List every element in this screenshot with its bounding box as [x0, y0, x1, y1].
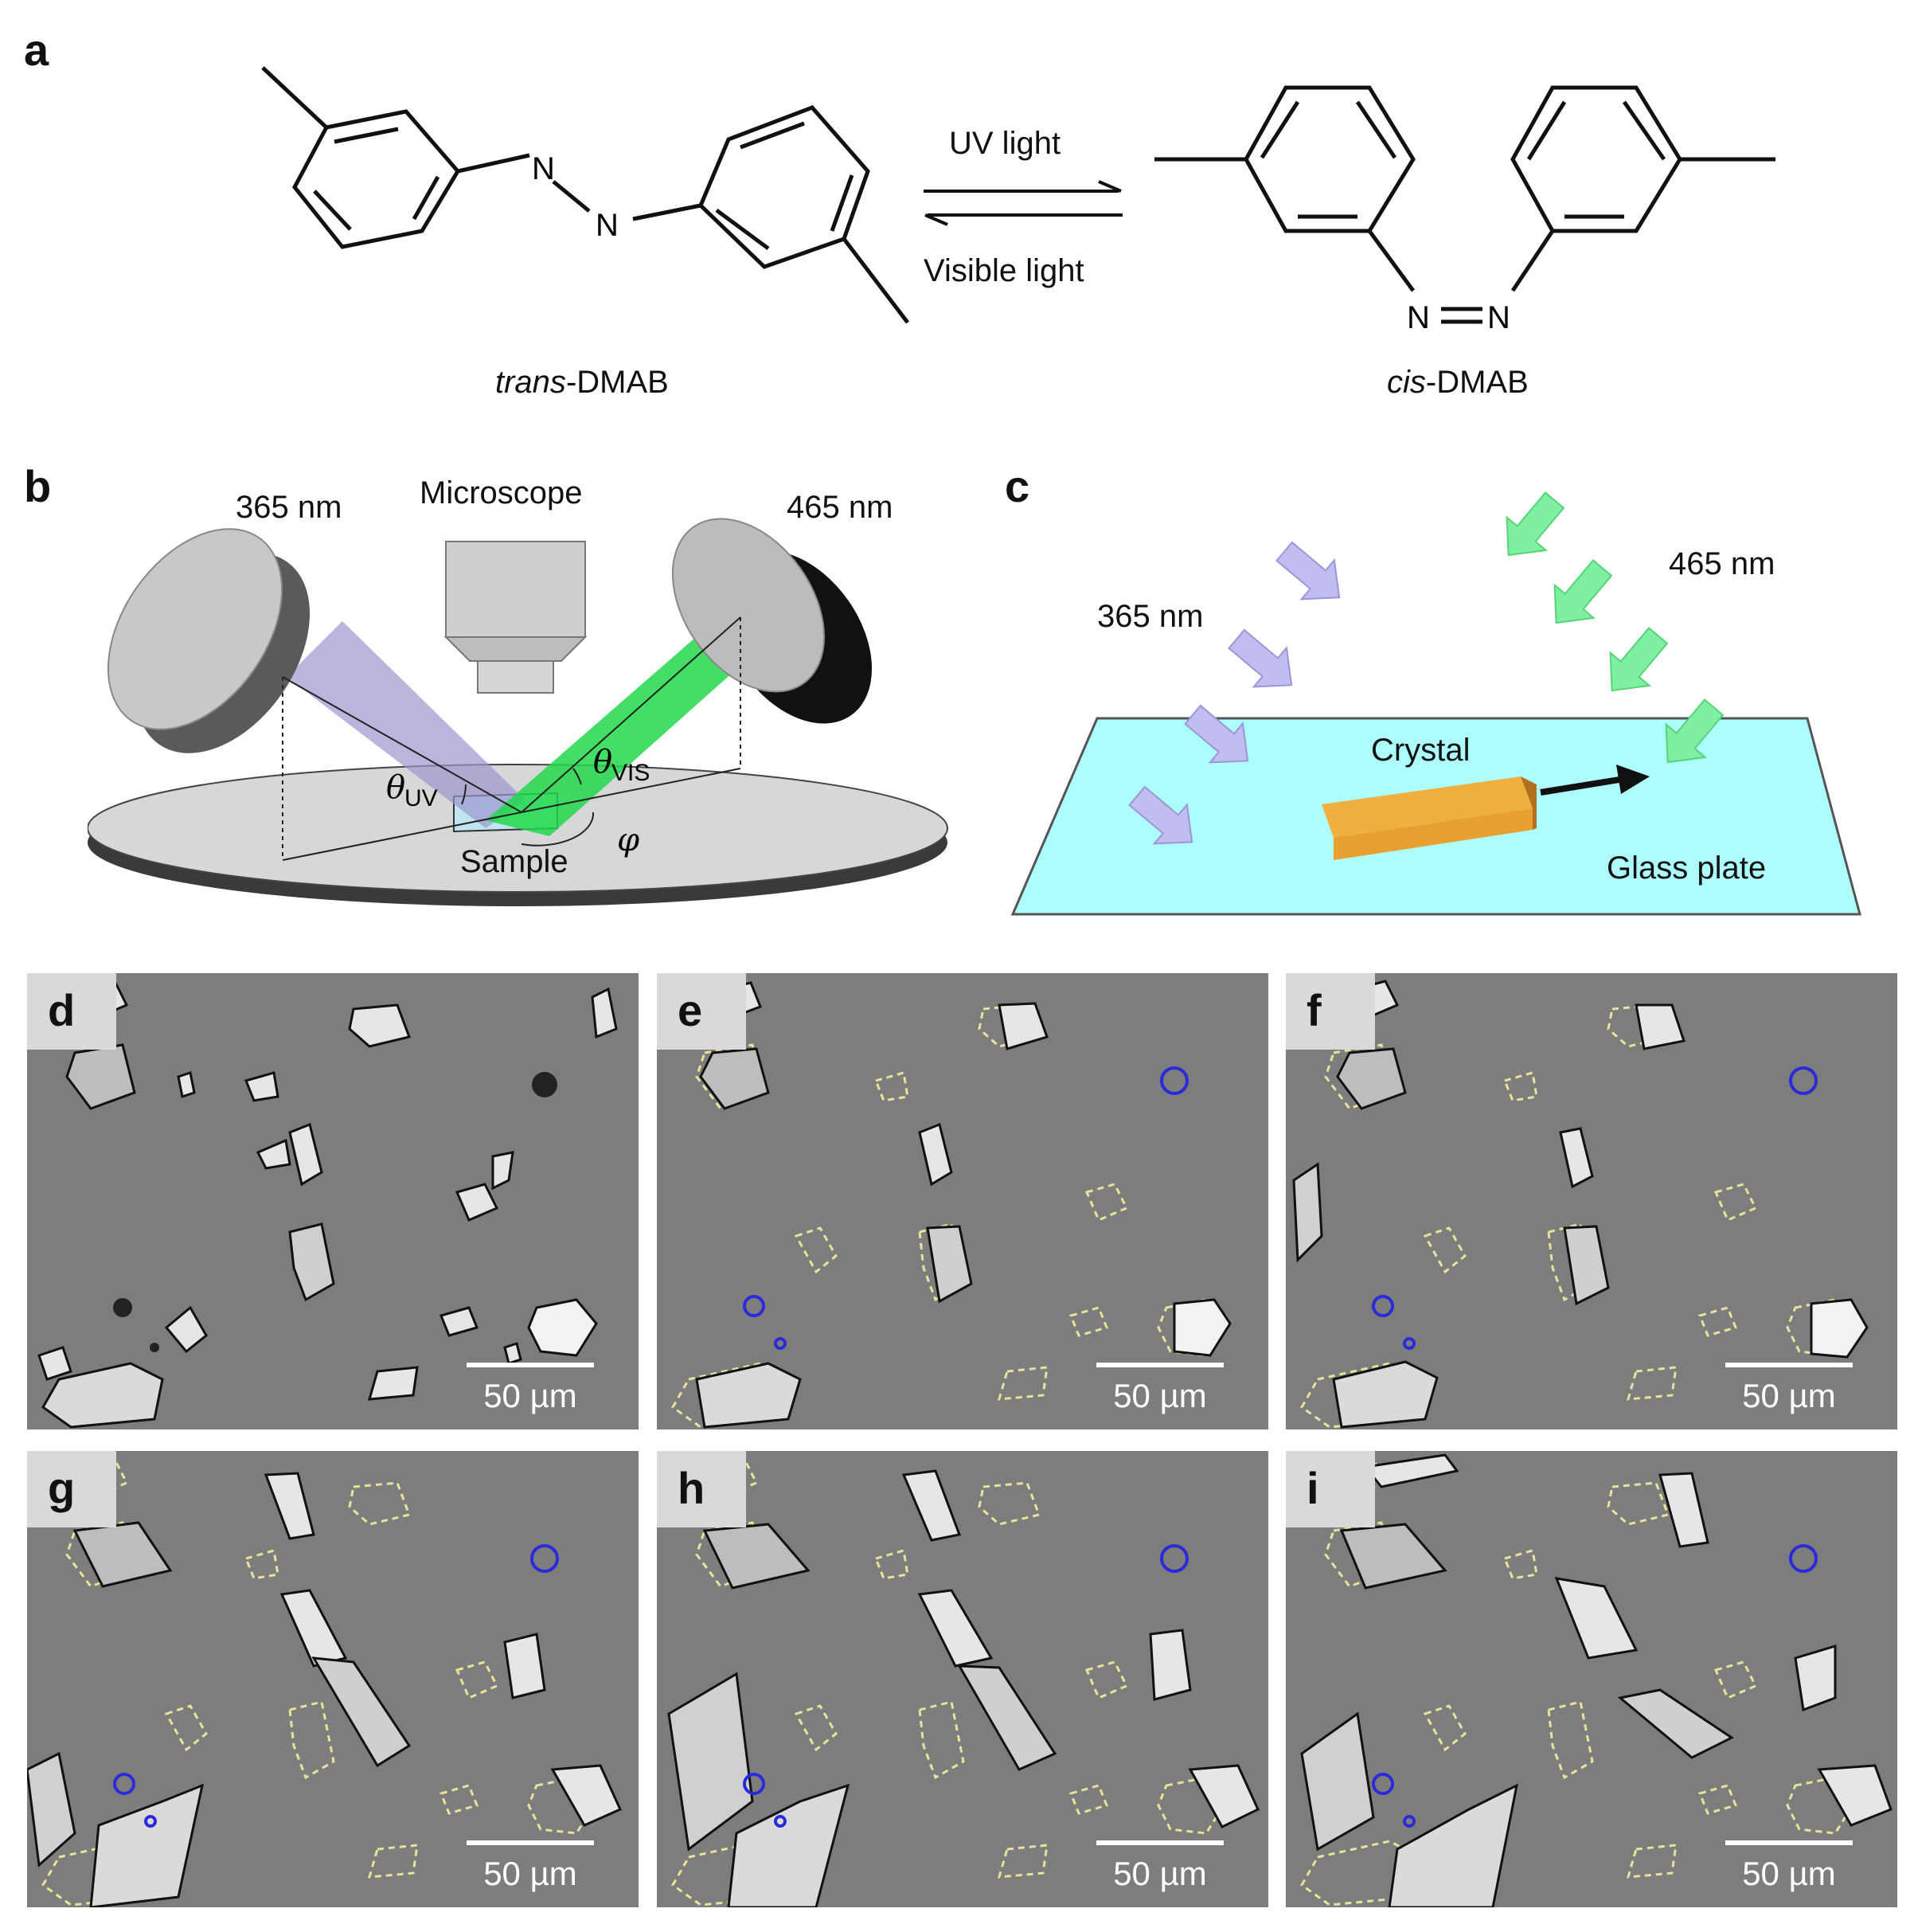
panel-tag-f: f [1286, 973, 1375, 1050]
equilibrium-arrows [924, 180, 1123, 226]
scale-bar-e [1096, 1363, 1224, 1367]
scale-label-i: 50 µm [1742, 1855, 1836, 1892]
scale-bar-g [467, 1840, 594, 1845]
micrograph-d: d 50 µm [27, 973, 639, 1429]
scale-bar-d [467, 1363, 594, 1367]
micrograph-e: e 50 µm [657, 973, 1268, 1429]
panel-tag-g: g [27, 1451, 116, 1527]
cis-prefix: cis [1387, 365, 1426, 400]
panel-tag-e: e [657, 973, 746, 1050]
micrograph-e-shapes [671, 980, 1232, 1429]
scale-bar-i [1725, 1840, 1853, 1845]
setup-b-illustration: θ UV θ VIS φ [88, 518, 948, 906]
atom-n4: N [1487, 300, 1510, 335]
cis-dmab-label: cis-DMAB [1387, 365, 1529, 401]
scale-label-g: 50 µm [483, 1855, 577, 1892]
panel-tag-i: i [1286, 1451, 1375, 1527]
panel-label-a: a [24, 25, 49, 75]
c-label-465: 465 nm [1669, 546, 1775, 581]
panel-tag-e-text: e [678, 985, 703, 1035]
theta-uv-sub: UV [404, 785, 438, 812]
cis-dmab-structure: N N [1154, 85, 1775, 335]
scale-bar-h [1096, 1840, 1224, 1845]
micrograph-f-shapes [1292, 980, 1869, 1429]
trans-dmab-structure: N N [261, 66, 909, 324]
c-label-crystal: Crystal [1371, 733, 1471, 768]
trans-prefix: trans [495, 365, 566, 400]
micrograph-h: h 50 µm [657, 1451, 1268, 1907]
atom-n3: N [1407, 300, 1430, 335]
micrograph-i: i 50 µm [1286, 1451, 1897, 1907]
scale-label-h: 50 µm [1113, 1855, 1207, 1892]
scale-label-e: 50 µm [1113, 1377, 1207, 1414]
atom-n1: N [532, 151, 555, 186]
panel-tag-g-text: g [48, 1463, 76, 1513]
trans-dmab-label: trans-DMAB [495, 365, 669, 401]
panel-label-b: b [24, 461, 52, 511]
panel-tag-f-text: f [1307, 985, 1322, 1035]
scale-bar-f [1725, 1363, 1853, 1367]
cis-suffix: -DMAB [1425, 365, 1529, 400]
panel-tag-i-text: i [1307, 1463, 1319, 1513]
panel-tag-d-text: d [48, 985, 76, 1035]
micrograph-f: f 50 µm [1286, 973, 1897, 1429]
b-label-365: 365 nm [236, 490, 342, 525]
b-label-sample: Sample [460, 844, 568, 879]
micrograph-i-shapes [1300, 1453, 1893, 1907]
arrow-label-uv: UV light [949, 126, 1061, 161]
c-label-365: 365 nm [1097, 599, 1204, 634]
micrograph-h-shapes [667, 1457, 1260, 1907]
panel-label-c: c [1005, 461, 1030, 511]
micrograph-g: g 50 µm [27, 1451, 639, 1907]
micrograph-g-shapes [27, 1457, 622, 1907]
theta-vis-symbol: θ [593, 744, 612, 780]
c-label-glass-plate: Glass plate [1607, 851, 1767, 886]
micrograph-d-shapes [37, 980, 618, 1429]
b-label-microscope: Microscope [420, 475, 583, 510]
scale-label-f: 50 µm [1742, 1377, 1836, 1414]
setup-c-illustration [1010, 491, 1861, 916]
b-label-465: 465 nm [787, 490, 893, 525]
atom-n2: N [596, 208, 619, 243]
panel-tag-d: d [27, 973, 116, 1050]
theta-vis-sub: VIS [611, 760, 650, 786]
panel-tag-h: h [657, 1451, 746, 1527]
trans-suffix: -DMAB [565, 365, 669, 400]
scale-label-d: 50 µm [483, 1377, 577, 1414]
theta-uv-symbol: θ [386, 769, 405, 806]
phi-symbol: φ [617, 822, 639, 858]
arrow-label-visible: Visible light [924, 253, 1084, 288]
panel-tag-h-text: h [678, 1463, 705, 1513]
